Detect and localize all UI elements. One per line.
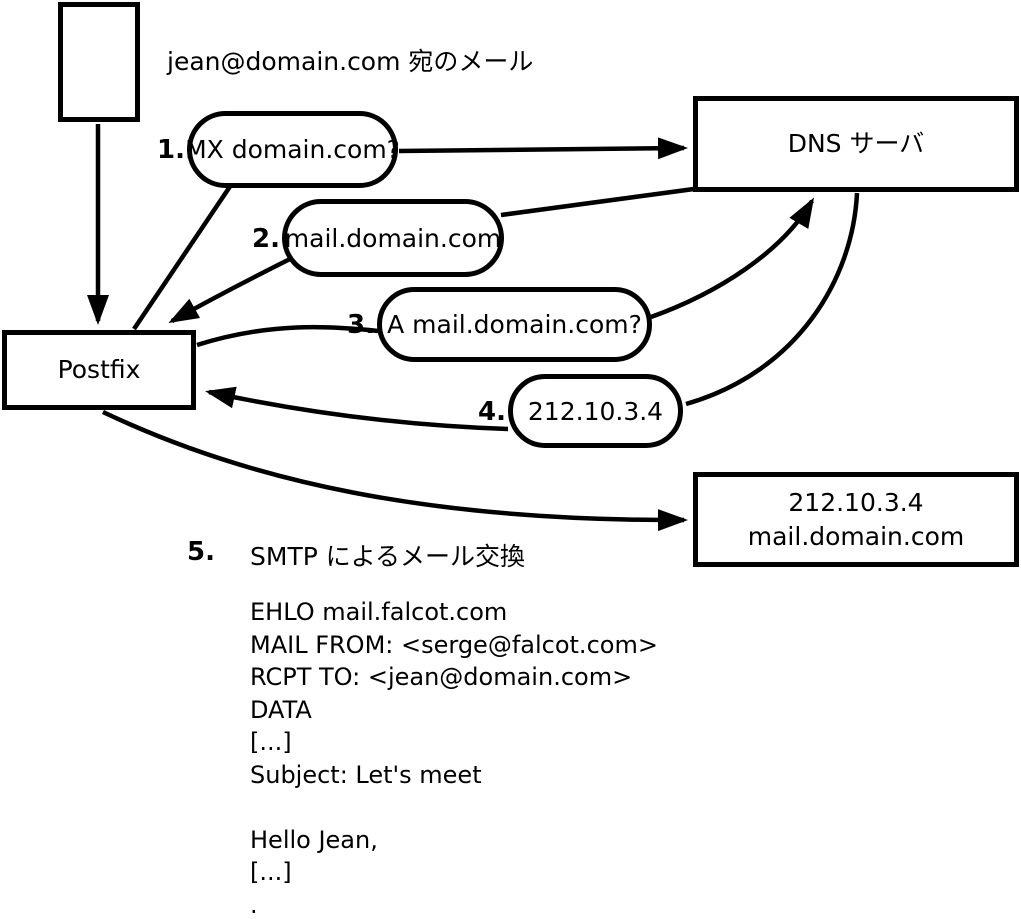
arrow-pill4-to-postfix [205, 386, 509, 432]
step-3-query-label: A mail.domain.com? [387, 310, 642, 339]
postfix-label: Postfix [57, 355, 141, 385]
mail-destination-label: jean@domain.com 宛のメール [167, 47, 534, 76]
postfix-node: Postfix [2, 330, 196, 410]
step-5-number: 5. [187, 537, 215, 567]
step-2-response-pill: mail.domain.com [282, 199, 504, 277]
step-2-number: 2. [252, 224, 280, 254]
line-dns-to-pill4 [685, 192, 860, 407]
mailserver-ip: 212.10.3.4 [788, 487, 924, 517]
step-1-query-label: MX domain.com? [185, 135, 400, 164]
arrow-pill2-to-postfix [168, 256, 292, 323]
mailserver-node: 212.10.3.4 mail.domain.com [693, 472, 1019, 567]
line-postfix-to-pill3 [196, 324, 379, 348]
step-4-response-label: 212.10.3.4 [527, 396, 664, 426]
mailserver-hostname: mail.domain.com [747, 521, 965, 551]
step-3-number: 3. [347, 310, 375, 340]
line-postfix-to-pill1 [132, 183, 233, 331]
dns-server-label: DNS サーバ [787, 129, 925, 159]
mail-message-box [58, 2, 140, 122]
arrow-postfix-to-mailserver [102, 409, 688, 532]
dns-server-node: DNS サーバ [693, 96, 1019, 192]
step-1-number: 1. [157, 135, 185, 165]
step-1-query-pill: MX domain.com? [185, 111, 400, 188]
line-dns-to-pill2 [500, 186, 695, 218]
step-4-number: 4. [478, 397, 506, 427]
arrow-pill3-to-dns [650, 197, 815, 320]
arrow-pill1-to-dns [398, 137, 688, 160]
step-5-label: SMTP によるメール交換 [250, 542, 525, 571]
step-4-response-pill: 212.10.3.4 [508, 374, 683, 448]
step-3-query-pill: A mail.domain.com? [377, 287, 652, 362]
mailserver-label: 212.10.3.4 mail.domain.com [748, 486, 964, 554]
smtp-session-transcript: EHLO mail.falcot.com MAIL FROM: <serge@f… [250, 598, 658, 919]
step-2-response-label: mail.domain.com [284, 223, 502, 253]
